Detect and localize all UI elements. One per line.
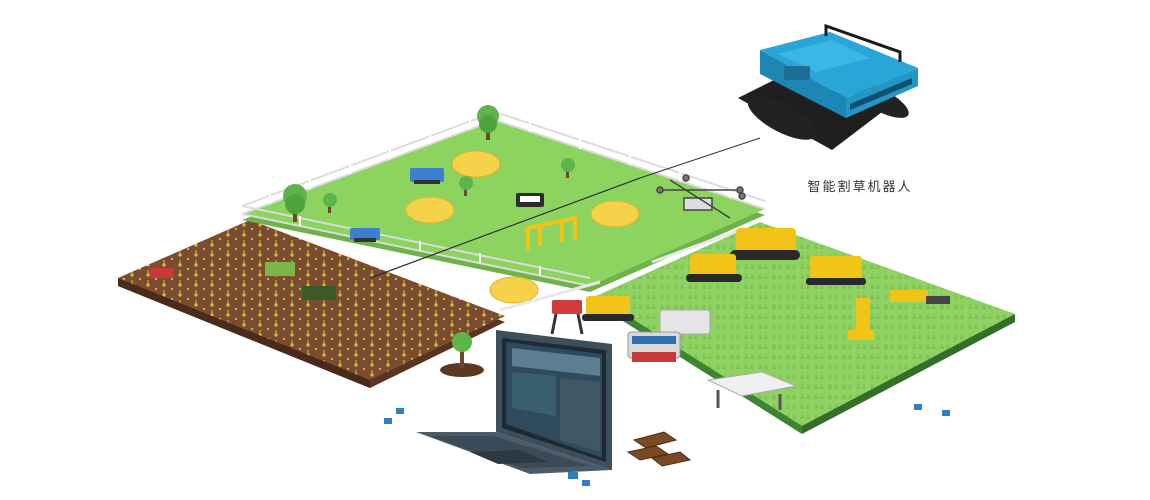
tracked-lawn-mower-robot-icon [738, 23, 918, 150]
hay-bales [405, 150, 640, 304]
field-vehicles [150, 168, 577, 300]
trees [283, 105, 575, 222]
laptop-icon [416, 330, 612, 474]
robot-caption: 智能割草机器人 [807, 180, 913, 195]
blue-blocks [384, 404, 950, 486]
drones [639, 137, 761, 219]
wood-crates [626, 431, 692, 467]
yellow-robots [550, 228, 950, 410]
fenced-grass-field [241, 110, 766, 292]
potted-tree [440, 332, 484, 377]
